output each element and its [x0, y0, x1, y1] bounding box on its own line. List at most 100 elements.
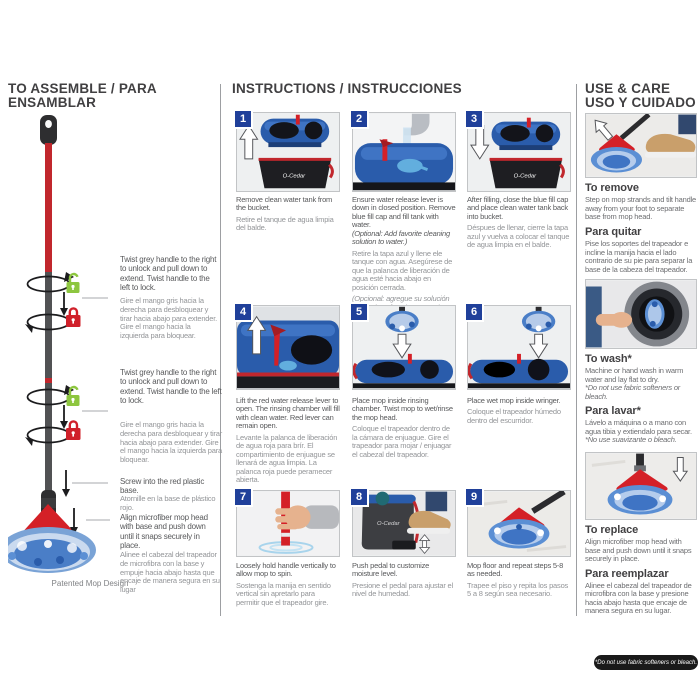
- step-5-caption: Place mop inside rinsing chamber. Twist …: [352, 396, 456, 459]
- mop-pole-grey: [45, 272, 52, 498]
- step-9-photo: 9: [466, 489, 571, 557]
- mop-head: [8, 527, 96, 573]
- to-wash-note: *Do not use fabric softeners or bleach.: [585, 383, 681, 401]
- mop-pole: [636, 453, 644, 468]
- step-number-badge: 8: [351, 489, 367, 505]
- assemble-title: TO ASSEMBLE / PARA ENSAMBLAR: [8, 81, 157, 111]
- mop-head: [607, 485, 673, 515]
- red-lever: [517, 353, 521, 364]
- patented-mop-caption: Patented Mop Design: [51, 579, 129, 588]
- lock-icon: [66, 307, 81, 327]
- step-7-caption: Loosely hold handle vertically to allow …: [236, 561, 340, 607]
- step-caption-en: Place mop inside rinsing chamber. Twist …: [352, 396, 453, 422]
- usecare-title: USE & CARE USO Y CUIDADO: [585, 81, 697, 111]
- step-7-photo: 7: [235, 489, 340, 557]
- brand-logo-text: O-Cedar: [283, 174, 307, 180]
- to-remove-body: Step on mop strands and tilt handle away…: [585, 195, 696, 222]
- wash-photo: [585, 279, 697, 350]
- jeans-leg: [425, 491, 448, 512]
- column-divider-right: [576, 84, 577, 616]
- assemble-note-1-es: Gire el mango gris hacia la derecha para…: [120, 296, 217, 341]
- step-caption-es: Presione el pedal para ajustar el nivel …: [352, 580, 453, 599]
- step-caption-es: Déspues de llenar, cierre la tapa azul y…: [467, 223, 570, 250]
- step-9-caption: Mop floor and repeat steps 5-8 as needed…: [467, 561, 571, 599]
- step-caption-en-note: (Optional: Add favorite cleaning solutio…: [352, 228, 450, 247]
- to-replace-heading: To replace: [585, 524, 639, 536]
- step-number-badge: 3: [466, 111, 482, 127]
- blue-fill-cap: [279, 360, 297, 371]
- to-wash-heading: To wash*: [585, 353, 632, 366]
- step-caption-en: Loosely hold handle vertically to allow …: [236, 561, 336, 579]
- unlock-icon: [66, 385, 80, 406]
- down-arrow-icon: [528, 333, 549, 359]
- mop-strands: [385, 310, 419, 333]
- step-4-photo: 4: [235, 304, 340, 390]
- step-number-badge: 2: [351, 111, 367, 127]
- step-caption-es: Retire el tanque de agua limpia del bald…: [236, 214, 334, 233]
- instructions-title: INSTRUCTIONS / INSTRUCCIONES: [232, 81, 462, 96]
- to-remove-heading: To remove: [585, 182, 639, 195]
- rotate-arrowhead-icon: [25, 437, 33, 446]
- care-footer-note: *Do not use fabric softeners or bleach.: [594, 655, 698, 670]
- assemble-note-1-en: Twist grey handle to the right to unlock…: [120, 255, 217, 293]
- step-caption-es: Sostenga la manija en sentido vertical s…: [236, 580, 331, 607]
- step-caption-en: Mop floor and repeat steps 5-8 as needed…: [467, 561, 564, 579]
- down-arrow-icon: [392, 333, 412, 359]
- assemble-note-4-es: Alinee el cabezal del trapeador de micro…: [120, 550, 220, 595]
- step-1-photo: 1 O-Cedar: [235, 111, 340, 192]
- para-lavar-heading: Para lavar*: [585, 405, 641, 418]
- water-tank: [491, 117, 561, 151]
- remove-photo: [585, 113, 697, 179]
- assemble-note-3-es: Atornille en la base de plástico rojo.: [120, 494, 216, 512]
- mop-pole-red: [45, 143, 52, 272]
- bucket: O-Cedar: [489, 157, 565, 189]
- wringer-opening: [420, 360, 439, 379]
- usecare-title-line1: USE & CARE: [585, 81, 671, 96]
- column-divider-left: [220, 84, 221, 616]
- bucket-side: O-Cedar: [360, 491, 420, 550]
- step-5-photo: 5: [351, 304, 456, 390]
- step-caption-en: Place wet mop inside wringer.: [467, 396, 561, 405]
- step-number-badge: 9: [466, 489, 482, 505]
- rotate-arrowhead-icon: [25, 324, 33, 333]
- assemble-note-2-en: Twist grey handle to the right to unlock…: [120, 368, 222, 406]
- hand: [275, 505, 311, 530]
- red-base: [599, 134, 635, 152]
- leader-line: [72, 297, 110, 521]
- para-lavar-body: Lávelo a máquina o a mano con agua tibia…: [585, 418, 692, 436]
- step-caption-es: Trapee el piso y repita los pasos 5 a 8 …: [467, 580, 569, 599]
- mop-pole: [619, 114, 651, 141]
- para-lavar-note: *No use suavizante o bleach.: [585, 435, 677, 445]
- water-stream: [403, 127, 411, 148]
- mop-head-in-washer: [644, 299, 665, 329]
- up-arrow-icon: [239, 124, 259, 160]
- red-base: [616, 469, 668, 491]
- step-3-photo: 3 O-Cedar: [466, 111, 571, 192]
- rinsing-chamber: [371, 361, 405, 378]
- mop-handle-illustration: [8, 115, 110, 573]
- shoe: [408, 510, 451, 529]
- person-arm: [586, 286, 602, 348]
- updown-arrow-icon: [418, 534, 431, 555]
- assemble-note-4-en: Align microfiber mop head with base and …: [120, 513, 208, 551]
- pull-down-arrow-icon: [60, 405, 68, 429]
- shoe: [645, 134, 696, 155]
- pole-red-band: [45, 378, 52, 383]
- mop-strands: [521, 310, 556, 333]
- step-3-caption: After filling, close the blue fill cap a…: [467, 195, 571, 250]
- usecare-column: USE & CARE USO Y CUIDADO T: [585, 81, 697, 616]
- jeans-leg: [678, 114, 696, 135]
- up-arrow-icon: [246, 315, 267, 355]
- base-collar: [41, 498, 56, 508]
- pedal: [392, 540, 416, 550]
- step-2-caption: Ensure water release lever is down in cl…: [352, 195, 456, 312]
- usecare-title-line2: USO Y CUIDADO: [585, 95, 696, 111]
- step-caption-en: Ensure water release lever is down in cl…: [352, 195, 456, 230]
- bucket: O-Cedar: [258, 157, 334, 189]
- to-replace-body: Align microfiber mop head with base and …: [585, 537, 692, 564]
- step-caption-en: Remove clean water tank from the bucket.: [236, 195, 333, 213]
- step-8-caption: Push pedal to customize moisture level. …: [352, 561, 456, 599]
- step-caption-en: After filling, close the blue fill cap a…: [467, 195, 569, 221]
- water-tank: [260, 114, 330, 148]
